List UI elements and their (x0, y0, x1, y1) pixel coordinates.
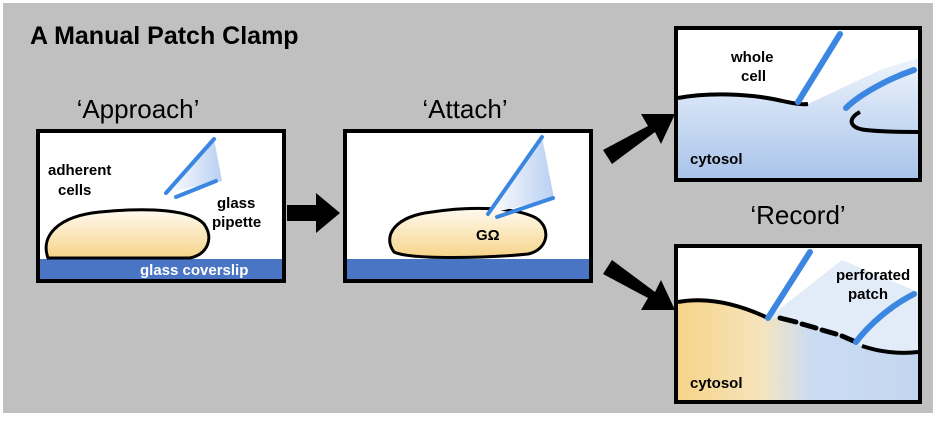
whole-cell-pipette-left (795, 31, 843, 105)
figure-title: A Manual Patch Clamp (30, 22, 299, 50)
pipette-wall-upper (164, 137, 216, 195)
whole-cell-membrane-right (849, 110, 919, 134)
perforated-pipette-left (765, 249, 813, 321)
attached-cell (388, 206, 548, 259)
perforated-label-line1: perforated (836, 267, 910, 284)
whole-cell-cytosol-region (678, 58, 918, 178)
approach-panel: adherent cells glass pipette glass cover… (36, 129, 286, 283)
arrow-approach-to-attach (287, 193, 340, 233)
perforated-membrane-left (677, 298, 769, 320)
membrane-pore-2 (799, 321, 819, 331)
attach-pipette-wall-lower (495, 196, 555, 219)
record-label: ‘Record’ (750, 200, 845, 230)
membrane-pore-1 (777, 315, 799, 325)
pipette-wall-lower (174, 179, 218, 199)
arrow-attach-to-whole-cell (603, 114, 675, 164)
arrow-attach-to-perforated (603, 260, 675, 310)
adherent-label-line1: adherent (48, 162, 111, 179)
attach-pipette-tip (488, 137, 554, 214)
whole-cell-label-line1: whole (730, 49, 774, 66)
coverslip-label: glass coverslip (140, 262, 248, 279)
perforated-cytosol-label: cytosol (690, 375, 743, 392)
pipette-label-line1: glass (217, 195, 255, 212)
membrane-pore-3 (819, 327, 839, 337)
perforated-panel: perforated patch cytosol (674, 244, 922, 404)
whole-cell-panel: whole cell cytosol (674, 26, 922, 182)
attach-panel: GΩ (343, 129, 593, 283)
approach-coverslip (40, 259, 282, 279)
perforated-cytosol-region (678, 300, 918, 400)
perforated-membrane-right (861, 344, 919, 355)
gigaseal-label: GΩ (476, 227, 500, 244)
whole-cell-label-line2: cell (741, 68, 766, 85)
perforated-pipette-interior (768, 260, 918, 353)
attach-coverslip (347, 259, 589, 279)
whole-cell-pipette-right (843, 67, 917, 111)
whole-cell-cytosol-label: cytosol (690, 151, 743, 168)
perforated-label-line2: patch (848, 286, 888, 303)
attach-pipette-wall-upper (486, 135, 544, 216)
attach-label: ‘Attach’ (422, 94, 507, 124)
approach-label: ‘Approach’ (77, 94, 200, 124)
adherent-cell (44, 208, 211, 260)
perforated-pipette-right (853, 291, 917, 345)
adherent-label-line2: cells (58, 182, 91, 199)
pipette-label-line2: pipette (212, 214, 261, 231)
